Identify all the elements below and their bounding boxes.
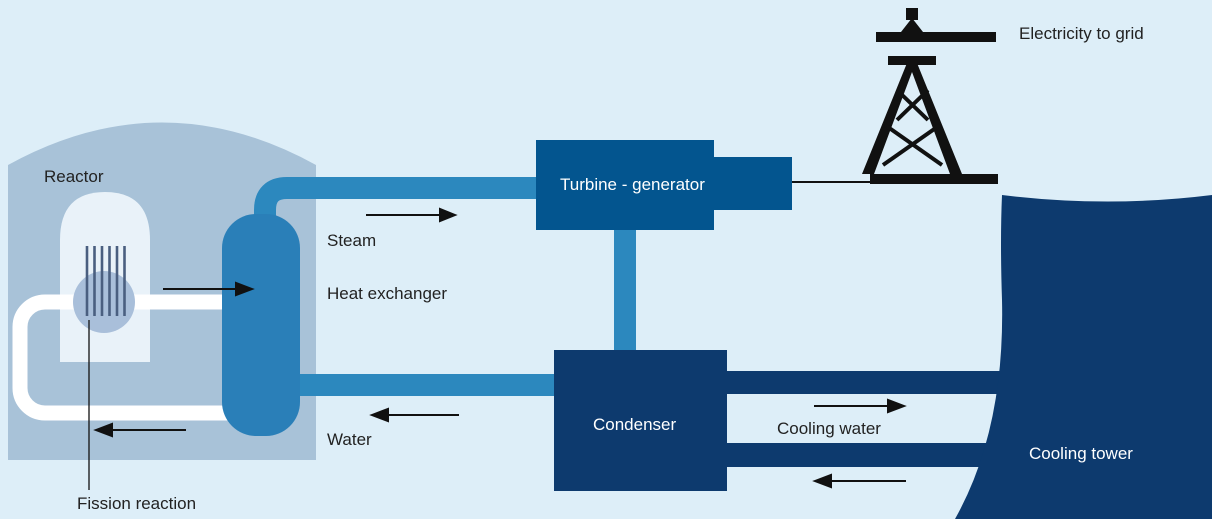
condenser-label: Condenser	[593, 415, 677, 434]
arrow-left-icon	[93, 422, 186, 438]
heat-exchanger	[222, 214, 300, 436]
cooling-water-channel-lower	[720, 443, 1010, 467]
arrow-right-icon	[814, 398, 907, 414]
arrow-left-icon	[812, 473, 906, 489]
condenser	[554, 350, 727, 491]
reactor-label: Reactor	[44, 167, 104, 186]
cooling-water-label: Cooling water	[777, 419, 881, 438]
water-label: Water	[327, 430, 372, 449]
electricity-label: Electricity to grid	[1019, 24, 1144, 43]
arrow-right-icon	[366, 207, 458, 223]
control-rod-icon	[85, 246, 126, 316]
turbine-generator	[536, 140, 714, 230]
steam-label: Steam	[327, 231, 376, 250]
arrow-right-icon	[163, 281, 255, 297]
cooling-tower-label: Cooling tower	[1029, 444, 1133, 463]
turbine-label: Turbine - generator	[560, 175, 705, 194]
reactor-core	[73, 271, 135, 333]
transmission-tower-icon	[862, 8, 998, 184]
steam-pipe	[254, 177, 540, 228]
tower-cross-bracing	[881, 88, 944, 167]
generator-housing	[710, 157, 792, 210]
fission-label: Fission reaction	[77, 494, 196, 513]
cooling-water-channel-upper	[720, 371, 1010, 394]
cooling-tower	[955, 195, 1212, 519]
heat-exchanger-label: Heat exchanger	[327, 284, 447, 303]
arrow-left-icon	[369, 407, 459, 423]
